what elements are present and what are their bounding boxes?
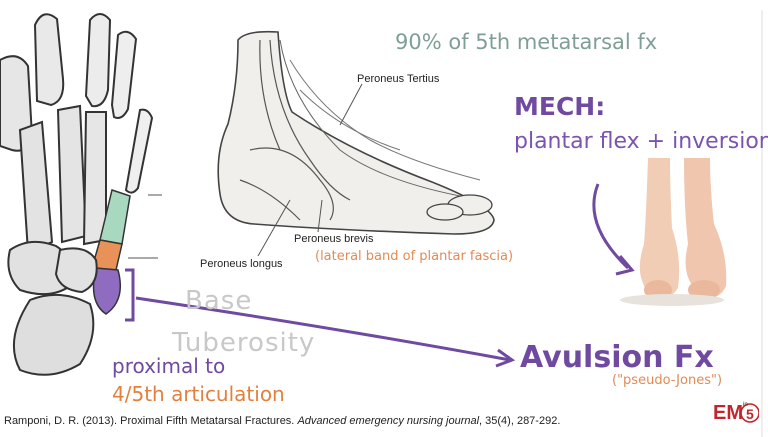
citation-authors: Ramponi, D. R. (2013). Proximal Fifth Me… [4,415,298,427]
location-line-2: 4/5th articulation [112,382,285,406]
citation-journal: Advanced emergency nursing journal [297,415,480,427]
logo-main: EM [713,402,743,424]
label-plantar-fascia: (lateral band of plantar fascia) [315,249,514,264]
avulsion-arrow [135,296,511,362]
logo-ring [740,403,759,423]
mechanism-title: MECH: [514,92,606,121]
label-peroneus-longus: Peroneus longus [200,258,283,270]
label-peroneus-brevis: Peroneus brevis [294,233,374,245]
fracture-alias: ("pseudo-Jones") [612,373,723,388]
citation-details: , 35(4), 287-292. [479,415,561,427]
mechanism-arrow [592,183,630,270]
label-peroneus-tertius: Peroneus Tertius [357,73,440,85]
logo-sup: in [743,402,748,408]
mechanism-description: plantar flex + inversion [514,129,768,154]
logo-num: 5 [746,406,754,422]
foot-skeleton-illustration [0,0,162,390]
location-line-1: proximal to [112,354,226,378]
statistic-heading: 90% of 5th metatarsal fx [395,30,658,54]
label-tuberosity: Tuberosity [172,328,316,358]
lateral-foot-tendon-illustration [217,30,495,257]
mechanism-arrowhead [615,255,635,276]
em-in-5-logo: EM in 5 [713,402,759,424]
citation: Ramponi, D. R. (2013). Proximal Fifth Me… [4,415,560,427]
tuberosity-bracket [125,268,135,322]
label-base: Base [185,286,253,316]
fracture-name: Avulsion Fx [520,340,714,375]
avulsion-arrowhead [495,348,516,368]
heel-raise-photo [614,155,730,306]
